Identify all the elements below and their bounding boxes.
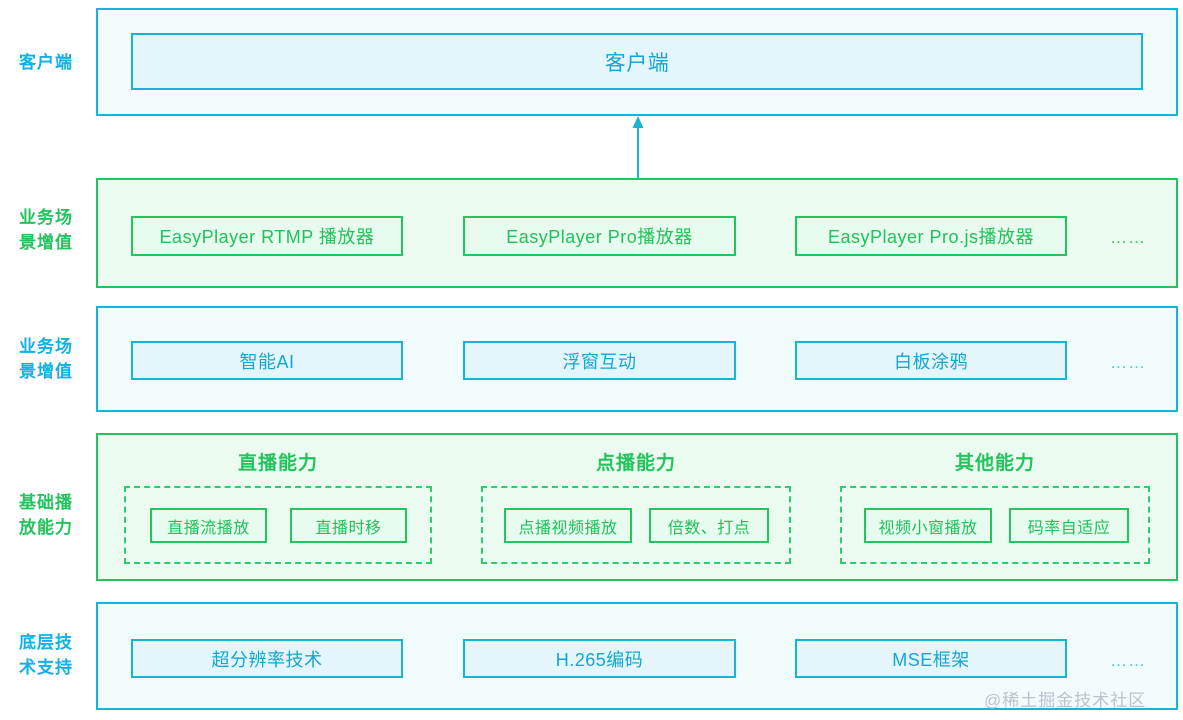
ellipsis-business-scene: …… (1110, 353, 1146, 372)
row-label-business-value-green: 业务场 景增值 (19, 208, 73, 252)
chip-mse-framework-label: MSE框架 (892, 649, 970, 670)
chip-adaptive-bitrate[interactable]: 码率自适应 (1009, 508, 1129, 543)
watermark-label: @稀土掘金技术社区 (984, 691, 1147, 710)
chip-client[interactable]: 客户端 (131, 33, 1143, 90)
ellipsis-players: …… (1110, 228, 1146, 247)
chip-easyplayer-rtmp-label: EasyPlayer RTMP 播放器 (159, 227, 375, 247)
chip-adaptive-bitrate-label: 码率自适应 (1027, 519, 1111, 537)
chip-speed-marker-label: 倍数、打点 (667, 519, 751, 537)
chip-live-stream-play-label: 直播流播放 (167, 519, 250, 537)
chip-live-timeshift[interactable]: 直播时移 (290, 508, 407, 543)
group-title-live: 直播能力 (237, 453, 318, 474)
row-label-underlying-tech: 底层技 术支持 (19, 633, 73, 677)
group-title-vod: 点播能力 (595, 453, 676, 474)
chip-live-timeshift-label: 直播时移 (315, 519, 382, 537)
chip-easyplayer-pro-js[interactable]: EasyPlayer Pro.js播放器 (795, 216, 1067, 256)
chip-h265-encoding-label: H.265编码 (555, 649, 644, 670)
chip-super-resolution-label: 超分辨率技术 (211, 649, 323, 670)
chip-whiteboard[interactable]: 白板涂鸦 (795, 341, 1067, 380)
chip-easyplayer-pro-js-label: EasyPlayer Pro.js播放器 (827, 227, 1035, 247)
upward-arrow-icon (632, 116, 644, 179)
chip-smart-ai-label: 智能AI (239, 351, 295, 372)
chip-easyplayer-pro-label: EasyPlayer Pro播放器 (506, 227, 693, 247)
chip-h265-encoding[interactable]: H.265编码 (463, 639, 736, 678)
ellipsis-underlying-tech: …… (1110, 651, 1146, 670)
chip-super-resolution[interactable]: 超分辨率技术 (131, 639, 403, 678)
chip-easyplayer-rtmp[interactable]: EasyPlayer RTMP 播放器 (131, 216, 403, 256)
chip-pip-play[interactable]: 视频小窗播放 (864, 508, 992, 543)
band-basic-playback (96, 433, 1178, 581)
chip-client-label: 客户端 (604, 51, 670, 75)
chip-whiteboard-label: 白板涂鸦 (894, 351, 968, 372)
chip-vod-video-play-label: 点播视频播放 (518, 519, 618, 537)
chip-floating-window[interactable]: 浮窗互动 (463, 341, 736, 380)
row-label-business-value-blue: 业务场 景增值 (19, 337, 73, 381)
chip-pip-play-label: 视频小窗播放 (878, 519, 978, 537)
row-label-client: 客户端 (19, 53, 73, 72)
chip-easyplayer-pro[interactable]: EasyPlayer Pro播放器 (463, 216, 736, 256)
chip-mse-framework[interactable]: MSE框架 (795, 639, 1067, 678)
row-label-basic-playback: 基础播 放能力 (19, 493, 73, 537)
chip-smart-ai[interactable]: 智能AI (131, 341, 403, 380)
group-box-live (124, 486, 432, 564)
group-box-other (840, 486, 1150, 564)
chip-floating-window-label: 浮窗互动 (562, 351, 637, 372)
chip-vod-video-play[interactable]: 点播视频播放 (504, 508, 632, 543)
chip-live-stream-play[interactable]: 直播流播放 (150, 508, 267, 543)
group-box-vod (481, 486, 791, 564)
chip-speed-marker[interactable]: 倍数、打点 (649, 508, 769, 543)
group-title-other: 其他能力 (954, 453, 1035, 474)
